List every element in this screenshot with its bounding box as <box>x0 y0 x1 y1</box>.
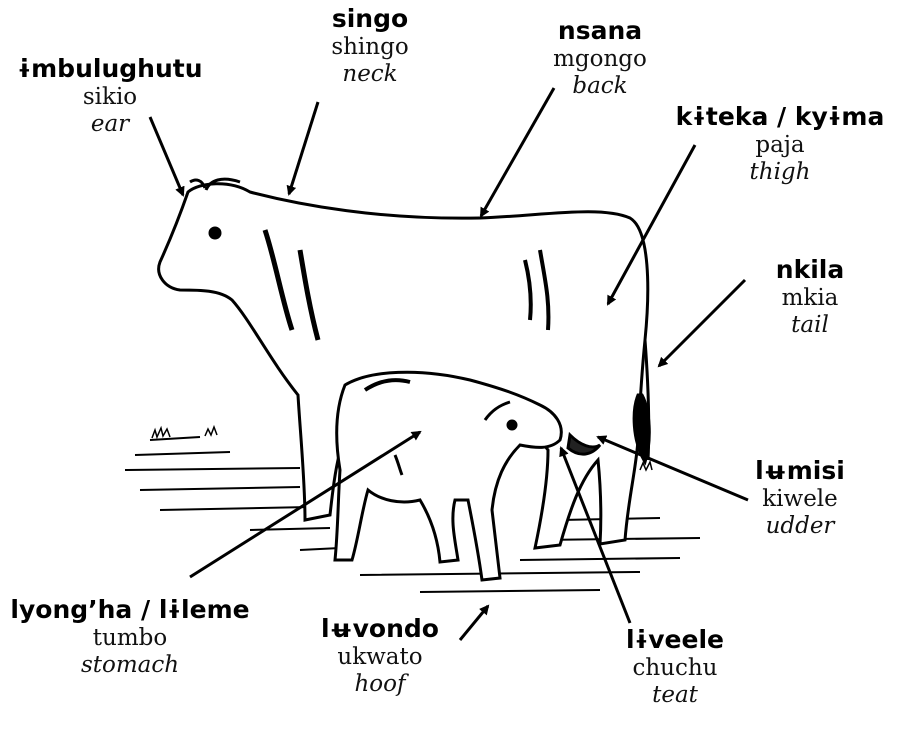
label-neck-swahili: shingo <box>305 34 435 61</box>
label-back: nsana mgongo back <box>535 16 665 100</box>
label-thigh-swahili: paja <box>665 132 895 159</box>
label-ear-english: ear <box>10 111 210 138</box>
label-udder-english: udder <box>740 513 860 540</box>
label-udder-term: lʉmisi <box>740 456 860 486</box>
label-teat: lɨveele chuchu teat <box>610 625 740 709</box>
label-stomach-swahili: tumbo <box>0 625 260 652</box>
arrow-tail <box>659 280 745 366</box>
arrow-hoof <box>460 606 488 640</box>
label-stomach-term: lyong’ha / lɨleme <box>0 595 260 625</box>
arrow-back <box>481 88 554 216</box>
label-teat-swahili: chuchu <box>610 655 740 682</box>
label-tail-swahili: mkia <box>750 285 870 312</box>
label-hoof: lʉvondo ukwato hoof <box>305 614 455 698</box>
label-ear-term: ɨmbulughutu <box>10 54 210 84</box>
label-udder-swahili: kiwele <box>740 486 860 513</box>
label-ear: ɨmbulughutu sikio ear <box>10 54 210 138</box>
label-neck-term: singo <box>305 4 435 34</box>
label-neck-english: neck <box>305 61 435 88</box>
label-stomach-english: stomach <box>0 652 260 679</box>
label-tail: nkila mkia tail <box>750 255 870 339</box>
label-tail-english: tail <box>750 312 870 339</box>
label-teat-term: lɨveele <box>610 625 740 655</box>
calf-drawing <box>335 372 561 580</box>
label-teat-english: teat <box>610 682 740 709</box>
label-hoof-term: lʉvondo <box>305 614 455 644</box>
label-thigh: kɨteka / kyɨma paja thigh <box>665 102 895 186</box>
label-thigh-english: thigh <box>665 159 895 186</box>
label-neck: singo shingo neck <box>305 4 435 88</box>
label-hoof-english: hoof <box>305 671 455 698</box>
label-ear-swahili: sikio <box>10 84 210 111</box>
label-back-swahili: mgongo <box>535 46 665 73</box>
label-back-english: back <box>535 73 665 100</box>
label-thigh-term: kɨteka / kyɨma <box>665 102 895 132</box>
label-stomach: lyong’ha / lɨleme tumbo stomach <box>0 595 260 679</box>
arrow-neck <box>289 102 318 194</box>
label-back-term: nsana <box>535 16 665 46</box>
label-tail-term: nkila <box>750 255 870 285</box>
label-udder: lʉmisi kiwele udder <box>740 456 860 540</box>
label-hoof-swahili: ukwato <box>305 644 455 671</box>
